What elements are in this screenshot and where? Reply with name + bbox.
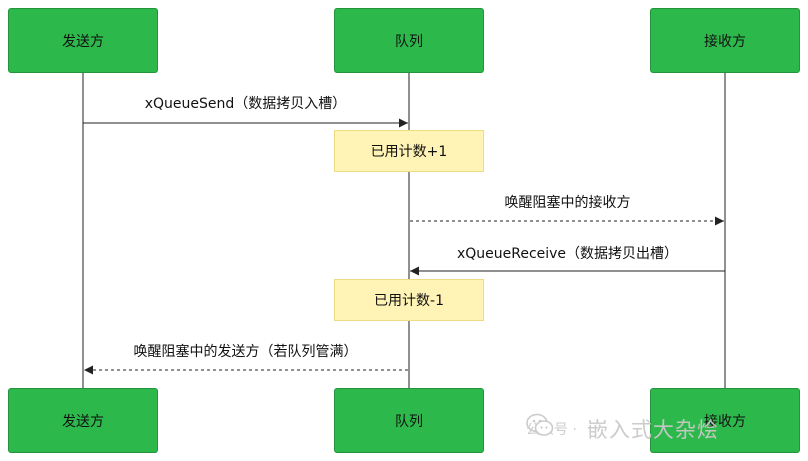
note-count-decrement: 已用计数-1 [334,279,484,321]
actor-label: 接收方 [704,33,746,50]
note-count-increment: 已用计数+1 [334,130,484,172]
actor-queue-bottom: 队列 [334,388,484,453]
actor-label: 发送方 [62,413,104,430]
note-label: 已用计数-1 [374,293,444,309]
message-label-wake-receiver: 唤醒阻塞中的接收方 [504,195,631,211]
note-label: 已用计数+1 [370,144,448,160]
actor-label: 队列 [395,33,423,50]
message-label-send: xQueueSend（数据拷贝入槽） [144,96,347,112]
actor-queue-top: 队列 [334,8,484,73]
actor-receiver-bottom: 接收方 [650,388,800,453]
message-label-wake-sender: 唤醒阻塞中的发送方（若队列管满） [133,344,358,360]
actor-sender-top: 发送方 [8,8,158,73]
actor-label: 接收方 [704,413,746,430]
message-label-receive: xQueueReceive（数据拷贝出槽） [456,246,679,262]
actor-receiver-top: 接收方 [650,8,800,73]
actor-label: 队列 [395,413,423,430]
actor-label: 发送方 [62,33,104,50]
actor-sender-bottom: 发送方 [8,388,158,453]
